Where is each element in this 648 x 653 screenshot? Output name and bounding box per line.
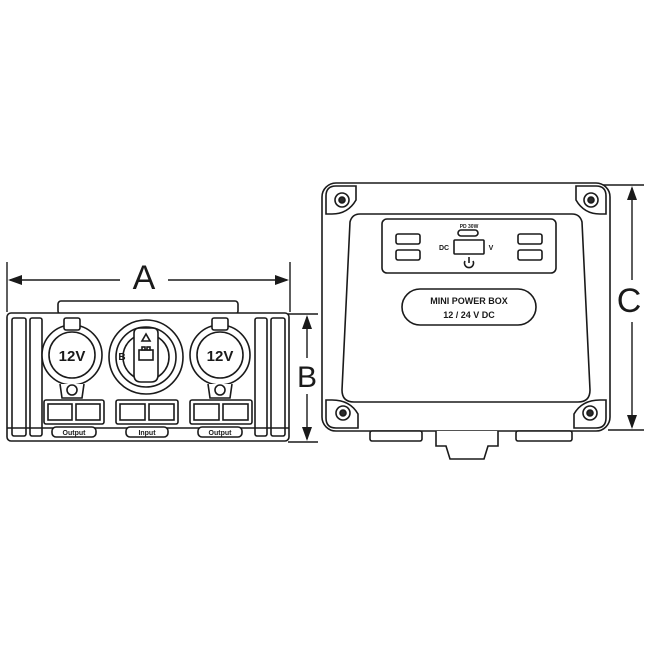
right-socket-label: 12V — [207, 348, 234, 365]
dimension-b-arrow-top — [302, 315, 312, 329]
left-output-connector — [43, 399, 105, 425]
center-port-label: Input — [138, 430, 156, 437]
switch-arrow-indicator — [140, 332, 152, 342]
mount-top-left — [325, 185, 357, 215]
left-socket-tab-hole — [66, 384, 78, 396]
nameplate-line1: MINI POWER BOX — [430, 296, 508, 306]
bottom-connector-left — [369, 430, 423, 442]
bottom-connector-right — [515, 430, 573, 442]
usb-type-c-label: PD 30W — [460, 224, 479, 230]
left-12v-socket — [41, 317, 103, 399]
center-input-pin-b — [148, 403, 175, 421]
power-icon-arc — [463, 260, 475, 269]
nameplate — [401, 288, 537, 326]
center-port-label-plate — [125, 426, 169, 438]
front-view-rib-left-inner — [29, 317, 43, 437]
center-input-pin-a — [119, 403, 146, 421]
usb-port-right-top — [517, 233, 543, 245]
front-view-rib-left-outer — [11, 317, 27, 437]
voltmeter-dc-label: DC — [439, 245, 449, 252]
left-output-pin-b — [75, 403, 101, 421]
battery-switch — [108, 319, 184, 395]
dimension-c-arrow-bottom — [627, 415, 637, 429]
dimension-c-label: C — [617, 282, 642, 320]
left-socket-inner-ring — [48, 331, 96, 379]
bottom-cable-gland — [435, 431, 499, 460]
switch-marker-label: B — [118, 352, 125, 363]
mount-top-right — [575, 185, 607, 215]
dimension-c-arrow-top — [627, 186, 637, 200]
right-output-connector — [189, 399, 253, 425]
screw-top-right-hole — [587, 196, 595, 204]
right-output-pin-b — [222, 403, 249, 421]
right-output-pin-a — [193, 403, 220, 421]
top-view — [321, 182, 611, 460]
voltmeter-v-label: V — [489, 245, 494, 252]
dimension-c — [600, 184, 644, 431]
power-icon — [463, 257, 475, 269]
screw-bottom-right-hole — [586, 409, 594, 417]
dimension-a-label: A — [133, 259, 156, 297]
left-port-label-plate — [51, 426, 97, 438]
usb-port-left-top — [395, 233, 421, 245]
nameplate-line2: 12 / 24 V DC — [443, 310, 495, 320]
mount-bottom-left — [325, 399, 359, 429]
right-12v-socket — [189, 317, 251, 399]
right-port-label: Output — [209, 430, 233, 437]
mount-bottom-right — [573, 399, 607, 429]
screw-top-left-hole — [338, 196, 346, 204]
battery-icon-terminal-left — [141, 346, 146, 351]
front-view-rib-right-outer — [270, 317, 286, 437]
left-port-label: Output — [63, 430, 87, 437]
right-socket-tab-hole — [214, 384, 226, 396]
screw-bottom-left-hole — [339, 409, 347, 417]
right-port-label-plate — [197, 426, 243, 438]
battery-icon-terminal-right — [146, 346, 151, 351]
right-socket-cap-hinge — [211, 317, 229, 331]
left-socket-cap-hinge — [63, 317, 81, 331]
dimension-b — [288, 313, 318, 443]
left-socket-label: 12V — [59, 348, 86, 365]
usb-port-right-bottom — [517, 249, 543, 261]
dimension-b-label: B — [297, 361, 317, 394]
front-view-lid — [57, 300, 239, 315]
dimension-a-arrow-right — [275, 275, 289, 285]
usb-type-c-port — [457, 229, 479, 237]
dimension-b-arrow-bottom — [302, 427, 312, 441]
dimension-a-arrow-left — [8, 275, 22, 285]
left-output-pin-a — [47, 403, 73, 421]
front-view-rib-right-inner — [254, 317, 268, 437]
battery-icon — [138, 349, 154, 361]
front-view: 12V B 12V — [6, 300, 290, 442]
dimension-a — [6, 262, 291, 312]
usb-port-left-bottom — [395, 249, 421, 261]
voltmeter-display — [453, 239, 485, 255]
center-input-connector — [115, 399, 179, 425]
right-socket-inner-ring — [196, 331, 244, 379]
